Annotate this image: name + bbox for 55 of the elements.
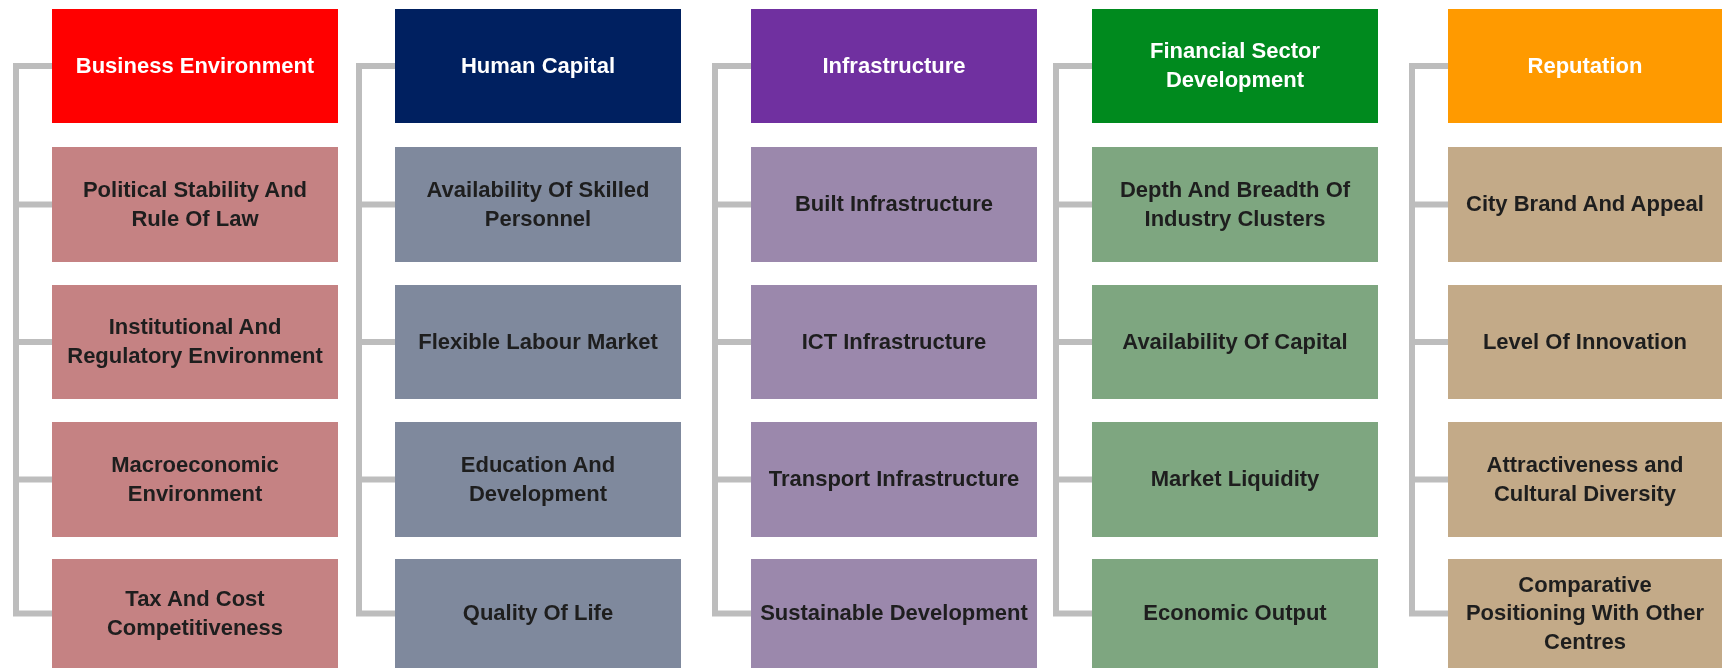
connector-line	[1409, 63, 1448, 617]
factor-box	[1448, 285, 1722, 399]
factor-box	[52, 147, 338, 262]
factor-box	[1448, 559, 1722, 668]
factor-label: Institutional And Regulatory Environment	[66, 313, 324, 370]
connector-line	[13, 63, 52, 617]
category-header-box	[1092, 9, 1378, 123]
factor-label: Availability Of Capital	[1122, 327, 1348, 356]
factor-box	[1092, 147, 1378, 262]
factor-box	[751, 285, 1037, 399]
factor-box	[1092, 285, 1378, 399]
factor-label: City Brand And Appeal	[1466, 190, 1704, 219]
category-title: Infrastructure	[822, 51, 966, 80]
factor-box	[751, 559, 1037, 668]
factor-label: Built Infrastructure	[795, 190, 993, 219]
factor-box	[1448, 422, 1722, 537]
factor-label: ICT Infrastructure	[801, 327, 987, 356]
factor-box	[395, 147, 681, 262]
factor-label: Comparative Positioning With Other Centres	[1464, 570, 1706, 656]
connector-line	[356, 63, 395, 617]
category-title: Business Environment	[75, 51, 315, 80]
category-header-box	[395, 9, 681, 123]
factor-label: Education And Development	[459, 450, 617, 508]
factor-label: Attractiveness and Cultural Diversity	[1485, 450, 1685, 508]
factor-box	[1092, 422, 1378, 537]
factor-box	[1448, 147, 1722, 262]
category-title: Financial Sector Development	[1149, 37, 1321, 94]
factor-label: Transport Infrastructure	[768, 465, 1020, 494]
category-header-box	[52, 9, 338, 123]
factor-box	[751, 147, 1037, 262]
factor-label: Macroeconomic Environment	[110, 450, 280, 508]
factor-label: Level Of Innovation	[1482, 327, 1688, 356]
factor-label: Depth And Breadth Of Industry Clusters	[1118, 175, 1352, 233]
factor-box	[52, 422, 338, 537]
category-title: Human Capital	[461, 51, 615, 80]
factor-label: Economic Output	[1143, 599, 1327, 628]
category-header-box	[1448, 9, 1722, 123]
factor-label: Availability Of Skilled Personnel	[425, 175, 651, 233]
factor-box	[1092, 559, 1378, 668]
factor-label: Flexible Labour Market	[418, 327, 658, 356]
factor-box	[395, 559, 681, 668]
factor-box	[395, 422, 681, 537]
factor-box	[52, 559, 338, 668]
factor-box	[52, 285, 338, 399]
factor-box	[751, 422, 1037, 537]
connector-line	[712, 63, 751, 617]
factor-label: Quality Of Life	[462, 599, 614, 628]
factor-label: Tax And Cost Competitiveness	[105, 584, 285, 642]
category-header-box	[751, 9, 1037, 123]
factor-label: Sustainable Development	[760, 599, 1028, 628]
category-title: Reputation	[1527, 51, 1643, 80]
connector-line	[1053, 63, 1092, 617]
factor-box	[395, 285, 681, 399]
factor-label: Political Stability And Rule Of Law	[81, 175, 309, 233]
factor-label: Market Liquidity	[1150, 465, 1320, 494]
